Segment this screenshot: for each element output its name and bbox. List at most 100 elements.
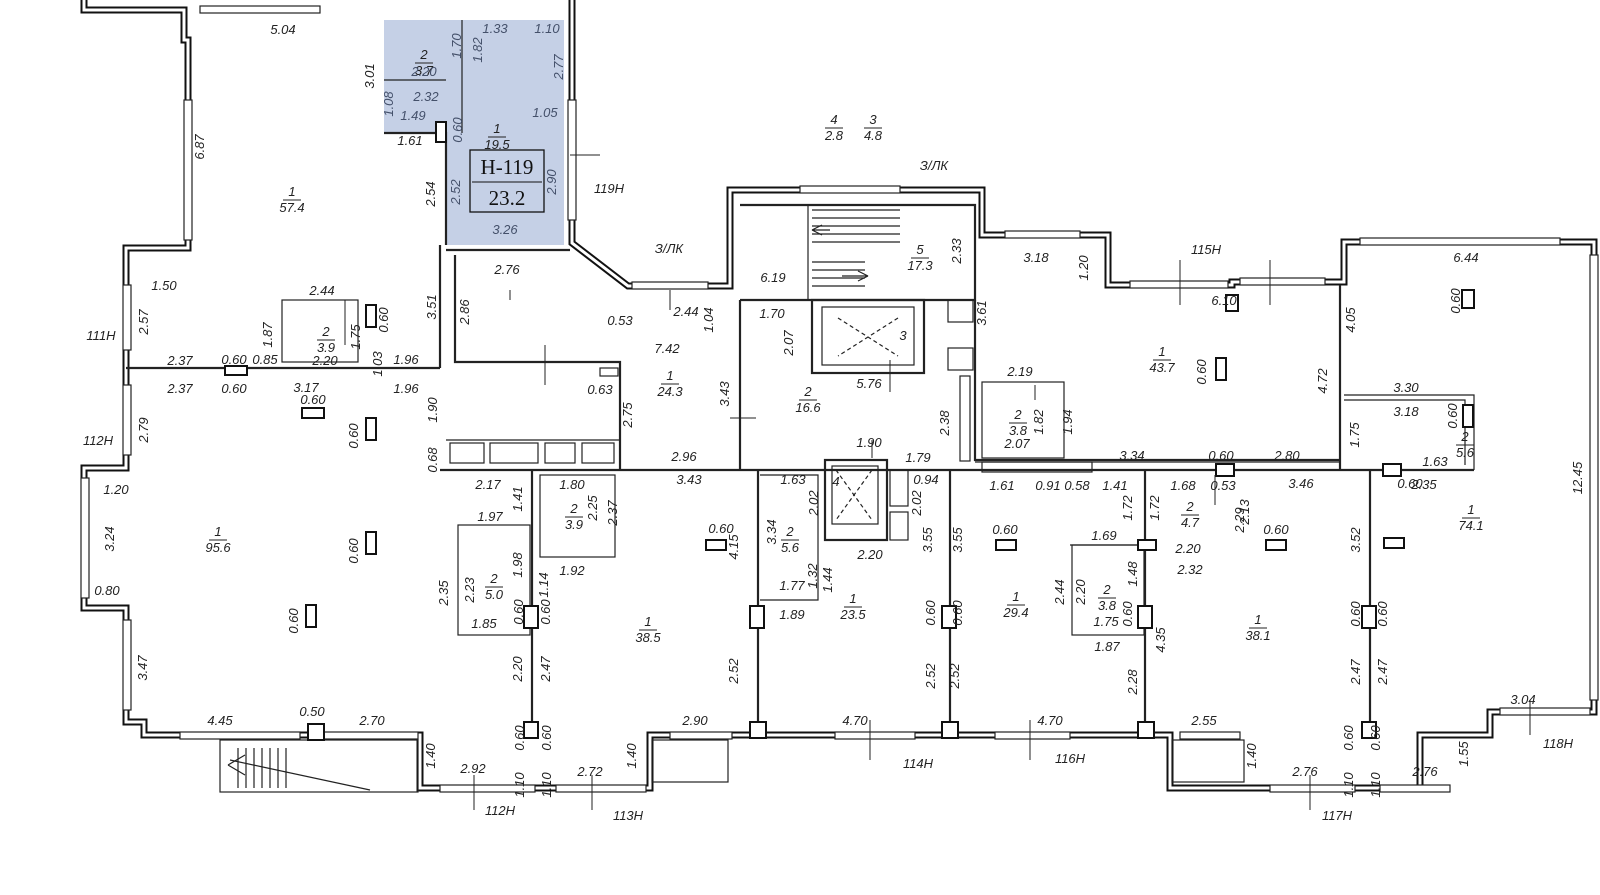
dimension-label: 1.75	[1093, 614, 1119, 629]
dimension-label: 1.10	[539, 772, 554, 798]
room-number: 1	[1012, 589, 1019, 604]
dimension-label: 3.17	[293, 380, 319, 395]
dimension-label: 0.60	[1341, 725, 1356, 751]
dimension-label: 1.20	[1076, 255, 1091, 281]
dimension-label: 2.47	[538, 656, 553, 683]
dimension-label: 1.63	[780, 472, 806, 487]
dimension-label: 2.02	[909, 490, 924, 517]
dimension-label: 3.43	[676, 472, 702, 487]
room-area: 29.4	[1002, 605, 1028, 620]
dimension-label: 2.72	[576, 764, 603, 779]
dimension-label: 2.52	[923, 663, 938, 690]
dimension-label: 1.41	[1102, 478, 1127, 493]
dimension-label: 0.60	[450, 117, 465, 143]
room-area: 4.7	[1181, 515, 1200, 530]
dimension-label: 3.24	[102, 526, 117, 551]
dimension-label: 2.07	[1003, 436, 1030, 451]
room-number: 4	[832, 474, 839, 489]
dimension-label: 2.29	[1232, 507, 1247, 533]
room-area: 38.1	[1245, 628, 1270, 643]
dimension-label: 1.69	[1091, 528, 1116, 543]
dimension-label: 5.04	[270, 22, 295, 37]
dimension-label: 1.10	[512, 772, 527, 798]
dimension-label: 1.10	[534, 21, 560, 36]
dimension-label: 3.18	[1023, 250, 1049, 265]
dimension-label: 1.70	[759, 306, 785, 321]
room-number: 2	[1460, 429, 1469, 444]
dimension-label: 1.97	[477, 509, 503, 524]
room-number: 3	[899, 328, 907, 343]
dimension-label: 3.34	[764, 519, 779, 544]
room-number: 2	[785, 524, 794, 539]
dimension-label: 1.87	[260, 322, 275, 348]
room-area: 3.8	[1098, 598, 1117, 613]
dimension-label: 0.60	[1397, 476, 1423, 491]
dimension-label: 2.38	[937, 410, 952, 437]
dimension-label: 1.20	[103, 482, 129, 497]
room-number: 1	[1467, 502, 1474, 517]
dimension-label: 0.60	[221, 352, 247, 367]
dimension-label: 0.60	[346, 538, 361, 564]
dimension-label: 0.63	[587, 382, 613, 397]
dimension-label: 0.80	[94, 583, 120, 598]
dimension-label: 0.58	[1064, 478, 1090, 493]
room-area: 5.6	[1456, 445, 1475, 460]
dimension-label: 1.70	[449, 33, 464, 59]
dimension-label: 0.60	[539, 725, 554, 751]
dimension-label: 0.60	[992, 522, 1018, 537]
dimension-label: 2.47	[1375, 659, 1390, 686]
dimension-label: 1.68	[1170, 478, 1196, 493]
dimension-label: 2.23	[462, 577, 477, 604]
dimension-label: 0.85	[252, 352, 278, 367]
dimension-label: 0.60	[1263, 522, 1289, 537]
dimension-label: 1.96	[393, 381, 419, 396]
dimension-label: 6.87	[192, 134, 207, 160]
dimension-label: 3.18	[1393, 404, 1419, 419]
dimension-label: 2.52	[726, 658, 741, 685]
room-number: 1	[493, 121, 500, 136]
room-area: 5.6	[781, 540, 800, 555]
dimension-label: 1.96	[393, 352, 419, 367]
dimension-label: 0.60	[300, 392, 326, 407]
dimension-label: 6.44	[1453, 250, 1478, 265]
highlight-unit-119[interactable]	[384, 20, 564, 245]
dimension-label: 2.90	[544, 169, 559, 196]
dimension-label: 2.80	[1273, 448, 1300, 463]
dimension-label: 2.28	[1125, 669, 1140, 696]
dimension-label: 1.80	[559, 477, 585, 492]
dimension-label: 1.03	[370, 351, 385, 377]
dimension-label: 0.60	[512, 725, 527, 751]
dimension-label: 1.48	[1125, 561, 1140, 587]
dimension-label: 2.02	[806, 490, 821, 517]
dimension-label: 0.60	[1120, 601, 1135, 627]
room-number: 4	[830, 112, 837, 127]
dimension-label: 1.05	[532, 105, 558, 120]
unit-code: 118Н	[1543, 736, 1574, 751]
dimension-label: 1.90	[856, 435, 882, 450]
dimension-label: 2.20	[1174, 541, 1201, 556]
dimension-label: 0.60	[376, 307, 391, 333]
room-number: 1	[666, 368, 673, 383]
room-number: 2	[419, 47, 428, 62]
dimension-label: 2.47	[1348, 659, 1363, 686]
dimension-label: 0.53	[1210, 478, 1236, 493]
room-number: 2	[1013, 407, 1022, 422]
room-area: 57.4	[279, 200, 304, 215]
dimension-label: 7.42	[654, 341, 680, 356]
dimension-label: 0.60	[1208, 448, 1234, 463]
dimension-label: 1.40	[1244, 743, 1259, 769]
room-area: 3.9	[565, 517, 583, 532]
dimension-label: 2.90	[681, 713, 708, 728]
dimension-label: 0.60	[1375, 601, 1390, 627]
room-area: 95.6	[205, 540, 231, 555]
room-number: 1	[1158, 344, 1165, 359]
room-area: 24.3	[656, 384, 683, 399]
dimension-label: 0.60	[1445, 403, 1460, 429]
dimension-label: 2.55	[1190, 713, 1217, 728]
dimension-label: 1.77	[779, 578, 805, 593]
dimension-label: 0.60	[708, 521, 734, 536]
dimension-label: 12.45	[1570, 461, 1585, 494]
dimension-label: 1.61	[989, 478, 1014, 493]
unit-code: 115Н	[1191, 242, 1222, 257]
dimension-label: 2.76	[1291, 764, 1318, 779]
